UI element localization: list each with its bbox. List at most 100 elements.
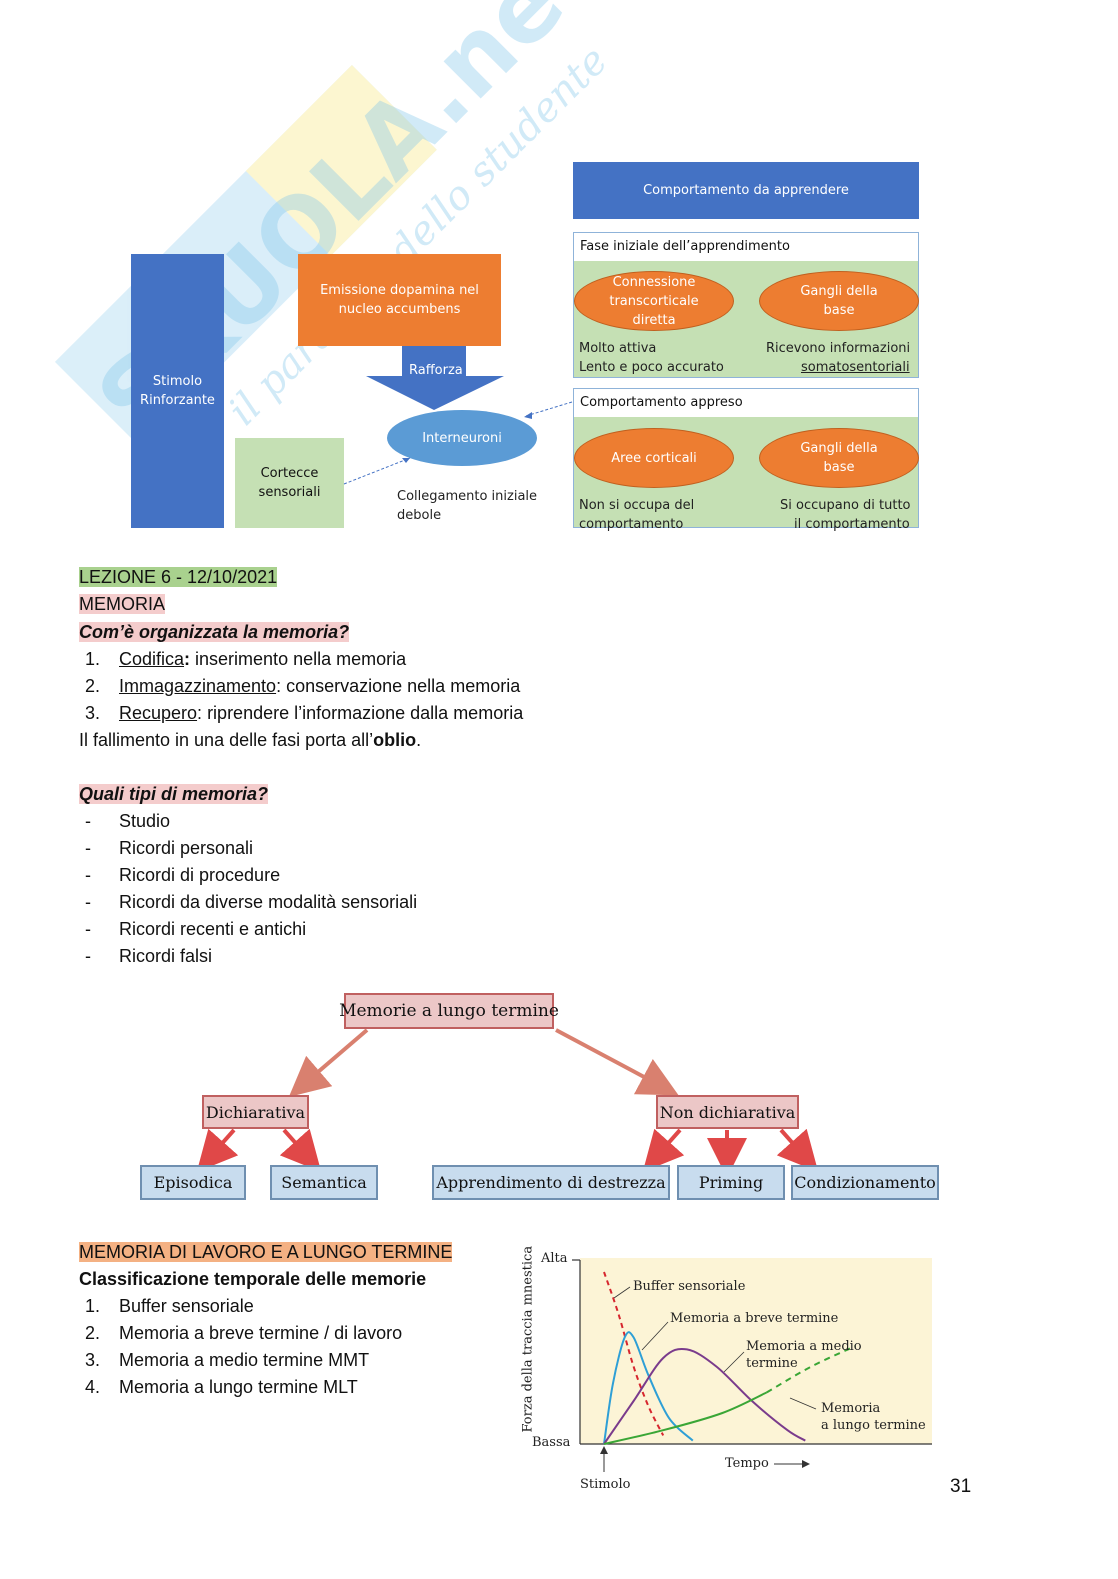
lesson-topic-text: MEMORIA — [79, 594, 166, 614]
tree-leaf-destrezza: Apprendimento di destrezza — [432, 1165, 670, 1200]
series-memoria-a-lungo-termine-solid — [603, 1391, 768, 1445]
fase-title-label: Fase iniziale dell’apprendimento — [580, 239, 790, 254]
section2-item-text: Buffer sensoriale — [119, 1296, 254, 1316]
type-item: -Studio — [85, 810, 170, 832]
series-buffer-sensoriale — [603, 1271, 665, 1436]
si-occupano: Si occupano di tutto — [780, 498, 911, 513]
type-item: - Ricordi recenti e antichi — [85, 918, 306, 940]
interneuroni-label: Interneuroni — [422, 430, 502, 446]
connector-lines — [343, 401, 573, 485]
comportamento-header-label: Comportamento da apprendere — [643, 183, 849, 198]
label-lungo-1: Memoria — [821, 1401, 881, 1416]
section2-item-num: 3. — [85, 1350, 101, 1370]
label-breve: Memoria a breve termine — [670, 1311, 839, 1326]
series-memoria-a-breve-termine — [603, 1331, 694, 1445]
section2-item-text: Memoria a breve termine / di lavoro — [119, 1323, 403, 1343]
type-dash: - — [85, 838, 91, 858]
molto-attiva: Molto attiva — [579, 341, 657, 356]
section2-heading: MEMORIA DI LAVORO E A LUNGO TERMINE — [79, 1241, 453, 1263]
lesson-heading: LEZIONE 6 - 12/10/2021 — [79, 566, 278, 588]
leader-buffer — [613, 1286, 631, 1299]
gangli1-ellipse: Gangli della base — [759, 271, 919, 331]
series-memoria-a-medio-termine — [603, 1347, 806, 1445]
section2-item: 2. Memoria a breve termine / di lavoro — [85, 1322, 402, 1344]
stimulus-arrow-head — [600, 1446, 608, 1454]
type-item: -Ricordi di procedure — [85, 864, 280, 886]
tree-root: Memorie a lungo termine — [339, 993, 559, 1029]
fail-bold: oblio — [373, 730, 417, 750]
fail-end: . — [416, 730, 422, 750]
type-item: -Ricordi personali — [85, 837, 253, 859]
x-axis-arrow-head — [802, 1460, 810, 1468]
lesson-topic: MEMORIA — [79, 593, 166, 615]
lento: Lento e poco accurato — [579, 360, 724, 375]
step-1-term: Codifica — [119, 649, 185, 669]
cortecce-label: Cortecce sensoriali — [258, 466, 321, 500]
section2-item: 1. Buffer sensoriale — [85, 1295, 254, 1317]
aree-ellipse: Aree corticali — [574, 428, 734, 488]
question-1: Com’è organizzata la memoria? — [79, 621, 350, 643]
type-text: Ricordi di procedure — [119, 865, 281, 885]
chart-y-top: Alta — [541, 1251, 568, 1266]
type-item: - Ricordi da diverse modalità sensoriali — [85, 891, 417, 913]
leader-medio — [723, 1351, 745, 1373]
tree-left: Dichiarativa — [202, 1095, 309, 1129]
tree-leaf-episodica: Episodica — [140, 1165, 246, 1200]
section2-item: 3. Memoria a medio termine MMT — [85, 1349, 369, 1371]
step-2-term: Immagazzinamento — [119, 676, 277, 696]
page-number: 31 — [950, 1476, 972, 1497]
fail-line: Il fallimento in una delle fasi porta al… — [79, 729, 421, 751]
emissione-label: Emissione dopamina nel nucleo accumbens — [320, 283, 479, 317]
section2-item-num: 1. — [85, 1296, 101, 1316]
step-3-desc: riprendere l’informazione dalla memoria — [202, 703, 524, 723]
type-text: Ricordi recenti e antichi — [119, 919, 307, 939]
step-3-num: 3. — [85, 703, 101, 723]
question-1-text: Com’è organizzata la memoria? — [79, 622, 350, 642]
somato: somatosentoriali — [801, 360, 910, 375]
step-1-num: 1. — [85, 649, 101, 669]
type-text: Ricordi falsi — [119, 946, 213, 966]
section2-item-num: 4. — [85, 1377, 101, 1397]
label-lungo-2: a lungo termine — [821, 1418, 926, 1433]
section2-item-num: 2. — [85, 1323, 101, 1343]
cortecce-box: Cortecce sensoriali — [235, 438, 344, 528]
il-comportamento: il comportamento — [794, 517, 910, 532]
non-si-occupa: Non si occupa del — [579, 498, 695, 513]
fase-title: Fase iniziale dell’apprendimento — [574, 233, 918, 261]
section2-item-text: Memoria a medio termine MMT — [119, 1350, 370, 1370]
type-dash: - — [85, 811, 91, 831]
tree-right: Non dichiarativa — [656, 1095, 799, 1129]
collegamento-label: Collegamento iniziale debole — [397, 489, 538, 523]
step-2-num: 2. — [85, 676, 101, 696]
step-2-desc: conservazione nella memoria — [281, 676, 521, 696]
tree-leaf-condizionamento: Condizionamento — [791, 1165, 939, 1200]
section2-item-text: Memoria a lungo termine MLT — [119, 1377, 358, 1397]
fail-text: Il fallimento in una delle fasi porta al… — [79, 730, 374, 750]
step-3-sep: : — [197, 703, 203, 723]
type-item: -Ricordi falsi — [85, 945, 212, 967]
step-2: 2.Immagazzinamento: conservazione nella … — [85, 675, 520, 697]
section2-heading-text: MEMORIA DI LAVORO E A LUNGO TERMINE — [79, 1242, 453, 1262]
aree-label: Aree corticali — [611, 450, 697, 466]
lesson-heading-text: LEZIONE 6 - 12/10/2021 — [79, 567, 278, 587]
stimolo-label: Stimolo Rinforzante — [140, 374, 215, 408]
series-memoria-a-lungo-termine-dashed — [766, 1345, 857, 1394]
type-dash: - — [85, 919, 91, 939]
chart-stimulus: Stimolo — [580, 1477, 631, 1492]
comportamento-header: Comportamento da apprendere — [573, 162, 919, 219]
type-text: Ricordi da diverse modalità sensoriali — [119, 892, 418, 912]
connessione-label: Connessione transcorticale diretta — [609, 274, 699, 328]
gangli2-ellipse: Gangli della base — [759, 428, 919, 488]
interneuroni-ellipse: Interneuroni — [387, 410, 537, 466]
chart-ylabel: Forza della traccia mnestica — [520, 1245, 536, 1433]
chart-xlabel: Tempo — [725, 1456, 769, 1471]
appreso-title: Comportamento appreso — [574, 389, 918, 417]
question-2: Quali tipi di memoria? — [79, 783, 269, 805]
chart-y-bottom: Bassa — [532, 1435, 571, 1450]
step-3: 3. Recupero: riprendere l’informazione da… — [85, 702, 523, 724]
tree-leaf-priming: Priming — [677, 1165, 785, 1200]
type-dash: - — [85, 892, 91, 912]
step-3-term: Recupero — [119, 703, 198, 723]
